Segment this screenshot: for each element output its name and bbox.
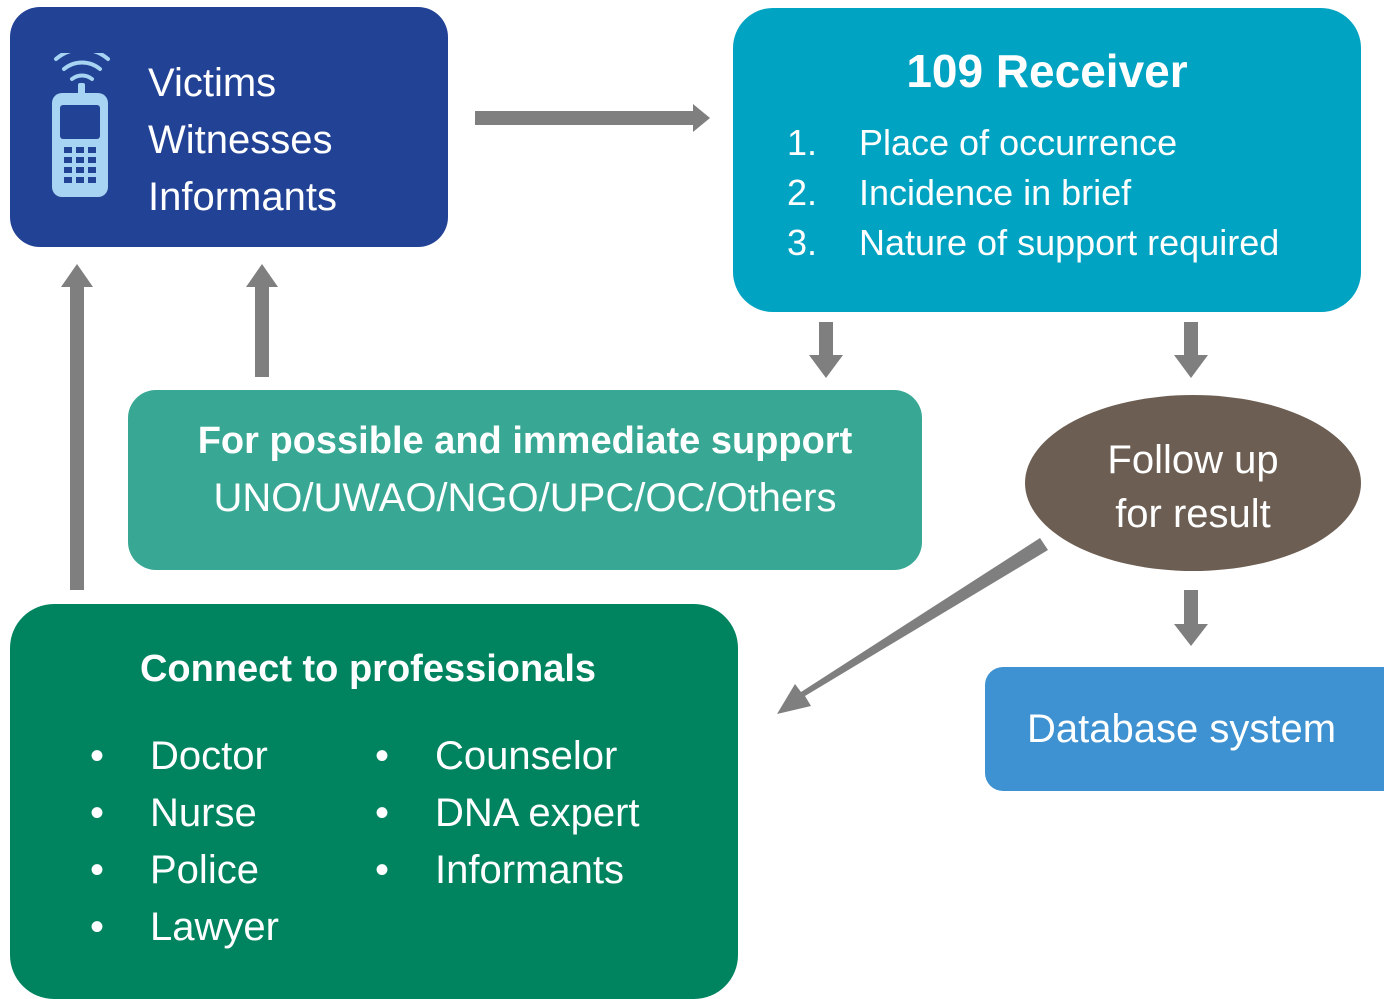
professionals-list-left: • Doctor • Nurse • Police • Lawyer — [90, 728, 279, 956]
list-number: 2. — [787, 172, 818, 213]
callers-box: Victims Witnesses Informants — [10, 7, 448, 247]
database-label: Database system — [1027, 707, 1337, 751]
list-item: • DNA expert — [375, 785, 640, 842]
follow-up-line-1: Follow up — [1107, 438, 1279, 482]
list-text: Incidence in brief — [859, 172, 1132, 213]
professional-counselor: Counselor — [435, 734, 618, 778]
bullet: • — [375, 848, 390, 892]
immediate-support-box: For possible and immediate support UNO/U… — [128, 390, 922, 570]
professional-police: Police — [150, 848, 259, 892]
list-number: 3. — [787, 222, 818, 263]
arrow-receiver-to-support — [809, 322, 843, 378]
professionals-title: Connect to professionals — [139, 648, 597, 690]
follow-up-line-2: for result — [1115, 492, 1271, 536]
arrow-followup-to-database — [1174, 590, 1208, 646]
follow-up-node: Follow up for result — [1025, 395, 1361, 571]
support-title: For possible and immediate support — [197, 420, 853, 462]
list-item: 3. Nature of support required — [787, 218, 1279, 268]
list-item: • Police — [90, 842, 279, 899]
list-item: • Counselor — [375, 728, 640, 785]
professional-nurse: Nurse — [150, 791, 257, 835]
bullet: • — [375, 734, 390, 778]
receiver-checklist: 1. Place of occurrence 2. Incidence in bri… — [787, 118, 1279, 268]
professional-doctor: Doctor — [150, 734, 268, 778]
arrow-support-to-callers — [246, 264, 278, 377]
arrow-professionals-to-callers — [61, 264, 93, 590]
arrow-callers-to-receiver — [475, 104, 710, 132]
professional-informants: Informants — [435, 848, 624, 892]
list-text: Place of occurrence — [859, 122, 1178, 163]
caller-type-witnesses: Witnesses — [148, 118, 333, 162]
bullet: • — [90, 848, 105, 892]
receiver-title: 109 Receiver — [906, 45, 1188, 97]
arrow-followup-to-professionals — [777, 538, 1048, 714]
bullet: • — [90, 791, 105, 835]
receiver-box: 109 Receiver 1. Place of occurrence 2. Inc… — [733, 8, 1361, 312]
professional-dna-expert: DNA expert — [435, 791, 640, 835]
list-item: 2. Incidence in brief — [787, 168, 1279, 218]
professionals-box: Connect to professionals • Doctor • Nurse … — [10, 604, 738, 999]
mobile-phone-icon — [52, 47, 112, 210]
bullet: • — [375, 791, 390, 835]
caller-type-victims: Victims — [148, 61, 277, 105]
list-item: • Informants — [375, 842, 640, 899]
bullet: • — [90, 734, 105, 778]
list-item: • Lawyer — [90, 899, 279, 956]
professionals-list-right: • Counselor • DNA expert • Informants — [375, 728, 640, 899]
professional-lawyer: Lawyer — [150, 905, 279, 949]
list-item: 1. Place of occurrence — [787, 118, 1279, 168]
bullet: • — [90, 905, 105, 949]
caller-type-informants: Informants — [148, 175, 337, 219]
list-text: Nature of support required — [859, 222, 1280, 263]
database-system-box: Database system — [985, 667, 1384, 791]
list-item: • Nurse — [90, 785, 279, 842]
list-item: • Doctor — [90, 728, 279, 785]
support-organizations: UNO/UWAO/NGO/UPC/OC/Others — [213, 476, 837, 520]
list-number: 1. — [787, 122, 818, 163]
arrow-receiver-to-followup — [1174, 322, 1208, 378]
